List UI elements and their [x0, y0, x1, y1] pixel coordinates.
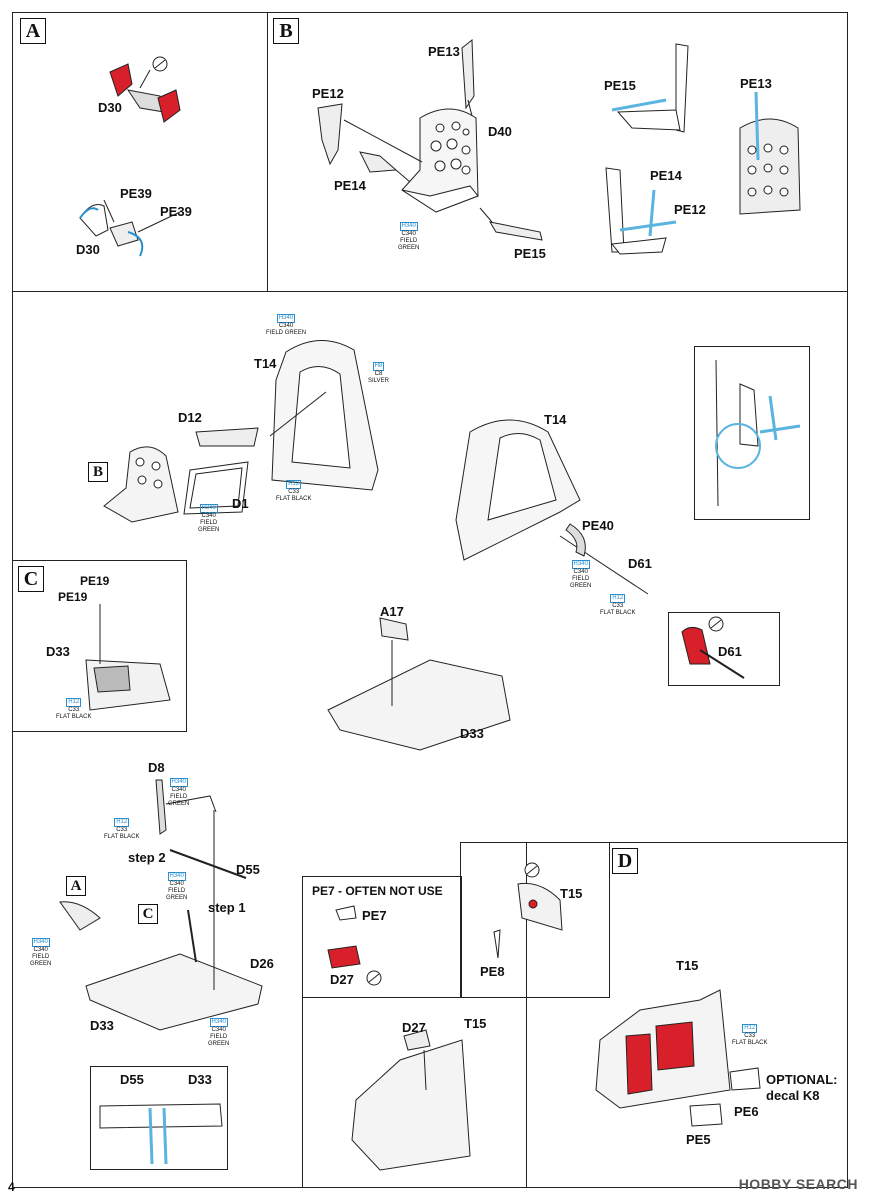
- d40-seat-drawing: [317, 38, 543, 241]
- inset-d55-frame: [90, 1066, 228, 1170]
- label-pe5: PE5: [686, 1132, 711, 1147]
- label-pe13-a: PE13: [428, 44, 460, 59]
- label-pe15-b: PE15: [604, 78, 636, 93]
- t14-frame-b-drawing: [455, 419, 649, 595]
- t14-frame-a-drawing: [269, 340, 379, 491]
- label-d33-a: D33: [46, 644, 70, 659]
- label-d61-b: D61: [718, 644, 742, 659]
- label-pe13-b: PE13: [740, 76, 772, 91]
- label-pe19-b: PE19: [58, 590, 88, 604]
- paint-field-green-d33: H340 C340 FIELD GREEN: [208, 1018, 230, 1047]
- paint-field-green-b: H340 C340 FIELD GREEN: [398, 222, 420, 251]
- label-t15-c: T15: [676, 958, 699, 973]
- d30-pe39-drawing: [79, 199, 181, 257]
- paint-field-green-a: H340 C340 FIELD GREEN: [30, 938, 52, 967]
- label-t14-b: T14: [544, 412, 567, 427]
- lower-left-assembly-drawing: [59, 779, 263, 1031]
- section-c-ref-label: C: [138, 904, 158, 924]
- d55-inset-drawing: [99, 1103, 223, 1165]
- paint-field-green-d1: H340 C340 FIELD GREEN: [198, 504, 220, 533]
- t15-mid-drawing: [351, 1029, 471, 1171]
- pe15-side-drawing: [611, 43, 689, 133]
- label-pe39-a: PE39: [120, 186, 152, 201]
- label-d40: D40: [488, 124, 512, 139]
- label-d27-a: D27: [330, 972, 354, 987]
- seat-b-drawing: [103, 446, 179, 523]
- section-b-ref-label: B: [88, 462, 108, 482]
- d30-red-part-drawing: [109, 56, 181, 123]
- paint-black-t15: H12 C33 FLAT BLACK: [732, 1024, 768, 1046]
- section-d-label: D: [612, 848, 638, 874]
- pe7-drawing: [327, 905, 382, 986]
- paint-black-c: H12 C33 FLAT BLACK: [56, 698, 92, 720]
- pe14-pe12-side-drawing: [605, 167, 677, 255]
- page-number: 4: [8, 1180, 15, 1194]
- label-d33-b: D33: [460, 726, 484, 741]
- label-t14-a: T14: [254, 356, 277, 371]
- label-step2: step 2: [128, 850, 166, 865]
- label-pe8: PE8: [480, 964, 505, 979]
- label-d1: D1: [232, 496, 249, 511]
- pe13-back-drawing: [739, 91, 801, 215]
- label-pe15-a: PE15: [514, 246, 546, 261]
- pe8-drawing: [493, 862, 563, 959]
- label-pe14-b: PE14: [650, 168, 682, 183]
- label-decal: decal K8: [766, 1088, 820, 1103]
- d12-drawing: [195, 427, 259, 447]
- inset-d61-frame: [668, 612, 780, 686]
- label-d8: D8: [148, 760, 165, 775]
- label-pe12-a: PE12: [312, 86, 344, 101]
- section-a-label: A: [20, 18, 46, 44]
- label-pe40: PE40: [582, 518, 614, 533]
- pe40-drawing: [565, 523, 586, 557]
- d61-inset-drawing: [681, 616, 745, 679]
- section-d-frame: [526, 842, 848, 1188]
- paint-field-green-d8: H340 C340 FIELD GREEN: [168, 778, 190, 807]
- label-d55-b: D55: [120, 1072, 144, 1087]
- paint-silver: H8 C8 SILVER: [368, 362, 389, 384]
- paint-field-green-t14: H340 C340 FIELD GREEN: [266, 314, 307, 336]
- label-pe19-a: PE19: [80, 574, 110, 588]
- label-a17: A17: [380, 604, 404, 619]
- section-a-ref-label: A: [66, 876, 86, 896]
- label-pe12-b: PE12: [674, 202, 706, 217]
- paint-black-d12: H12 C33 FLAT BLACK: [276, 480, 312, 502]
- t15-d-drawing: [595, 989, 761, 1127]
- label-t15-a: T15: [560, 886, 583, 901]
- label-d30-b: D30: [76, 242, 100, 257]
- label-pe6: PE6: [734, 1104, 759, 1119]
- label-optional: OPTIONAL:: [766, 1072, 838, 1087]
- label-pe39-b: PE39: [160, 204, 192, 219]
- paint-field-green-d55: H340 C340 FIELD GREEN: [166, 872, 188, 901]
- section-c-drawing: [85, 604, 171, 711]
- label-pe7: PE7: [362, 908, 387, 923]
- d1-frame-drawing: [183, 461, 249, 515]
- label-d26: D26: [250, 956, 274, 971]
- section-c-frame: [12, 560, 187, 732]
- label-d33-d: D33: [188, 1072, 212, 1087]
- label-d55-a: D55: [236, 862, 260, 877]
- paint-black-d61: H12 C33 FLAT BLACK: [600, 594, 636, 616]
- d33-floor-drawing: [327, 617, 511, 751]
- label-d33-c: D33: [90, 1018, 114, 1033]
- label-d61-a: D61: [628, 556, 652, 571]
- label-d27-b: D27: [402, 1020, 426, 1035]
- paint-black-d8: H12 C33 FLAT BLACK: [104, 818, 140, 840]
- section-b-label: B: [273, 18, 299, 44]
- pe7-note: PE7 - OFTEN NOT USE: [312, 884, 443, 898]
- watermark: HOBBY SEARCH: [738, 1176, 858, 1192]
- label-pe14-a: PE14: [334, 178, 366, 193]
- section-c-label: C: [18, 566, 44, 592]
- label-step1: step 1: [208, 900, 246, 915]
- label-t15-b: T15: [464, 1016, 487, 1031]
- label-d30-a: D30: [98, 100, 122, 115]
- inset-seat-frame: [694, 346, 810, 520]
- paint-field-green-pe40: H340 C340 FIELD GREEN: [570, 560, 592, 589]
- label-d12: D12: [178, 410, 202, 425]
- inset-seat-drawing: [715, 359, 801, 507]
